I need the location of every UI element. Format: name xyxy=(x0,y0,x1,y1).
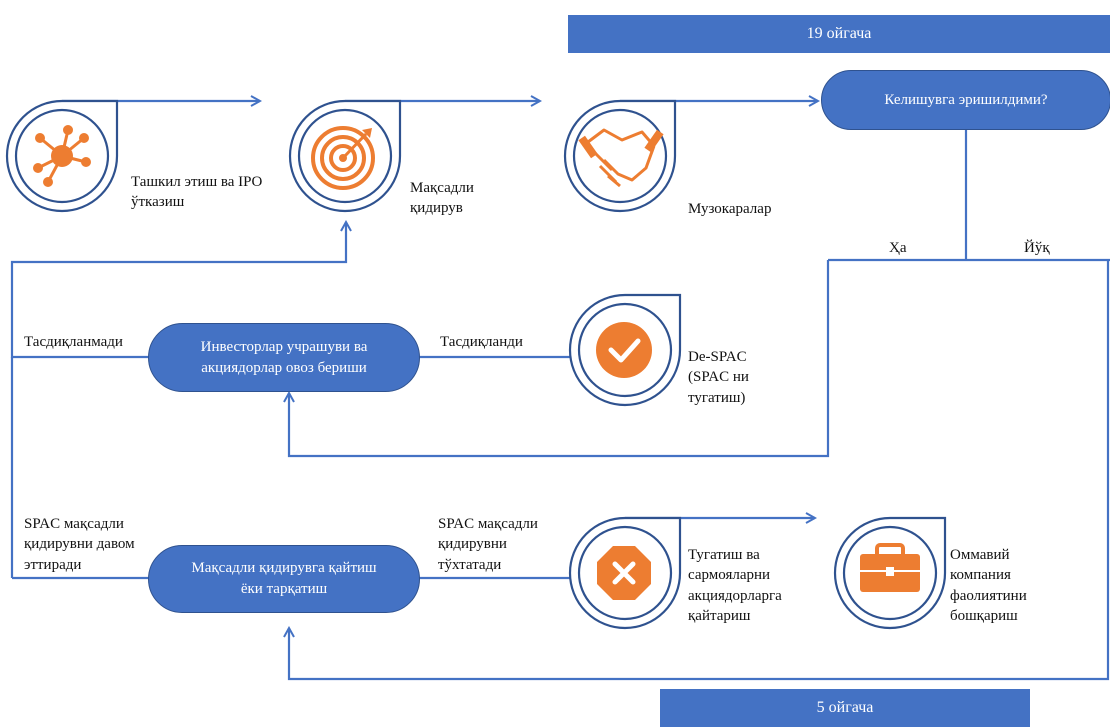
pin-ring-talks xyxy=(572,108,668,204)
pin-ring-public xyxy=(842,525,938,621)
decision-return-or-dissolve: Мақсадли қидирувга қайтиш ёки тарқатиш xyxy=(148,545,420,613)
step-label-search: Мақсадли қидирув xyxy=(410,180,474,217)
checkmark-icon xyxy=(596,322,652,378)
decision-deal-reached: Келишувга эришилдими? xyxy=(821,70,1110,130)
decision-investor-vote: Инвесторлар учрашуви ва акциядорлар овоз… xyxy=(148,323,420,392)
step-label-talks: Музокаралар xyxy=(688,201,772,217)
pin-ring-liquidate xyxy=(577,525,673,621)
edge-label-stop: SPAC мақсадли қидирувни тўхтатади xyxy=(438,516,538,573)
arrow-no-to-return xyxy=(289,260,1110,681)
arrow-yes-to-vote xyxy=(289,260,830,458)
handshake-icon xyxy=(578,128,664,188)
edge-label-yes: Ҳа xyxy=(889,240,907,256)
pin-ring-ipo xyxy=(14,108,110,204)
step-label-liquidate: Тугатиш ва сармояларни акциядорларга қай… xyxy=(688,547,782,624)
pin-ring-despac xyxy=(577,302,673,398)
pin-talks xyxy=(563,99,677,213)
target-icon xyxy=(311,126,375,190)
x-octagon-icon xyxy=(597,546,651,600)
edge-label-no: Йўқ xyxy=(1024,240,1050,256)
duration-band-top: 19 ойгача xyxy=(568,15,1110,53)
briefcase-icon xyxy=(860,543,920,592)
edge-label-approved: Тасдиқланди xyxy=(440,334,523,350)
pin-ring-search xyxy=(297,108,393,204)
network-icon xyxy=(33,125,91,187)
duration-band-bottom: 5 ойгача xyxy=(660,689,1030,727)
edge-label-continue: SPAC мақсадли қидирувни давом эттиради xyxy=(24,516,135,573)
arrow-loop-to-search xyxy=(10,222,346,359)
step-label-ipo: Ташкил этиш ва IPO ўтказиш xyxy=(131,174,263,211)
edge-label-rejected: Тасдиқланмади xyxy=(24,334,123,350)
step-label-public: Оммавий компания фаолиятини бошқариш xyxy=(950,547,1027,624)
step-label-despac: De-SPAC (SPAC ни тугатиш) xyxy=(688,349,749,406)
